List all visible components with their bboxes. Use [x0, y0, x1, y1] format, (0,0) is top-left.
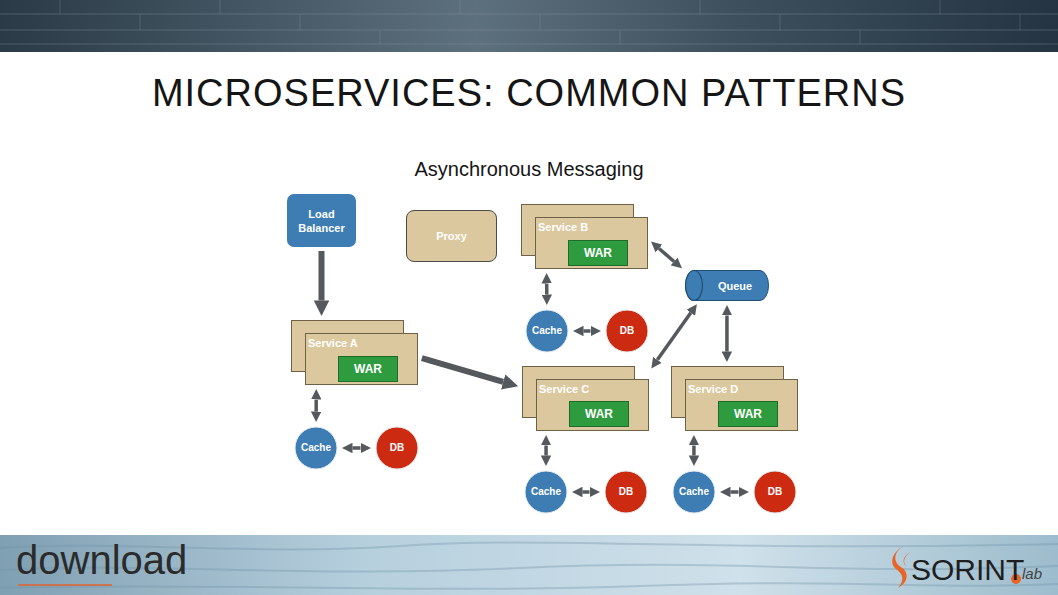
service-name: Service C [539, 382, 589, 396]
connector-arrow [422, 358, 503, 382]
connector-arrow [314, 400, 318, 412]
db-circle: DB [753, 470, 797, 514]
node-label: Cache [301, 441, 331, 455]
node-label: DB [620, 324, 634, 338]
footer-band [0, 535, 1058, 595]
db-circle: DB [605, 309, 649, 353]
service-box: Service C WAR [522, 366, 649, 431]
connector-arrow [657, 313, 690, 360]
war-box: WAR [718, 401, 778, 427]
db-circle-shape [376, 427, 418, 469]
war-box: WAR [568, 240, 628, 266]
db-circle: DB [375, 426, 419, 470]
cache-circle: Cache [525, 309, 569, 353]
connector-arrow [318, 251, 324, 300]
war-box: WAR [338, 356, 398, 382]
connector-arrow [692, 446, 696, 456]
service-name: Service B [538, 220, 588, 234]
cache-circle: Cache [294, 426, 338, 470]
connector-arrow [583, 490, 590, 494]
header-texture [0, 14, 1058, 44]
service-name: Service D [688, 382, 738, 396]
node-label: Cache [531, 485, 561, 499]
db-circle: DB [604, 470, 648, 514]
connector-arrow [544, 446, 548, 456]
node-label: Queue [718, 279, 752, 293]
slide-title: MICROSERVICES: COMMON PATTERNS [0, 72, 1058, 115]
queue-cylinder: Queue [685, 270, 769, 301]
node-label: WAR [585, 407, 613, 421]
connector-arrow [731, 490, 739, 494]
logo-underline [18, 584, 112, 586]
service-box: Service A WAR [291, 320, 418, 385]
cache-circle: Cache [524, 470, 568, 514]
war-box: WAR [569, 401, 629, 427]
logo-mark [892, 546, 906, 588]
db-circle-shape [754, 471, 796, 513]
queue-body [686, 271, 769, 301]
node-label: DB [619, 485, 633, 499]
proxy-box: Proxy [406, 210, 497, 262]
cache-circle-shape [295, 427, 337, 469]
node-label: DB [390, 441, 404, 455]
connector-arrow [659, 248, 674, 261]
node-label: WAR [354, 362, 382, 376]
logo-mark [904, 552, 910, 567]
load-balancer-box: Load Balancer [287, 194, 356, 247]
node-label: Load Balancer [291, 207, 352, 235]
diagram-subtitle: Asynchronous Messaging [0, 158, 1058, 181]
node-label: DB [768, 485, 782, 499]
cache-circle-shape [525, 471, 567, 513]
logo-text: SORINT [911, 553, 1024, 587]
node-label: Proxy [436, 229, 467, 243]
node-label: WAR [734, 407, 762, 421]
queue-cap [686, 271, 703, 301]
node-label: Cache [679, 485, 709, 499]
service-box: Service D WAR [671, 366, 798, 431]
node-label: Cache [532, 324, 562, 338]
cache-circle: Cache [672, 470, 716, 514]
connector-arrow [353, 446, 361, 450]
header-texture [60, 0, 1020, 44]
db-circle-shape [606, 310, 648, 352]
service-name: Service A [308, 336, 358, 350]
service-box: Service B WAR [521, 204, 648, 269]
node-label: WAR [584, 246, 612, 260]
connector-arrow [584, 329, 591, 333]
connector-arrow [545, 284, 549, 295]
cache-circle-shape [673, 471, 715, 513]
logo-text: download [16, 538, 187, 583]
connector-arrow [725, 316, 729, 352]
cache-circle-shape [526, 310, 568, 352]
header-band [0, 0, 1058, 52]
logo-suffix: lab [1022, 565, 1042, 582]
db-circle-shape [605, 471, 647, 513]
